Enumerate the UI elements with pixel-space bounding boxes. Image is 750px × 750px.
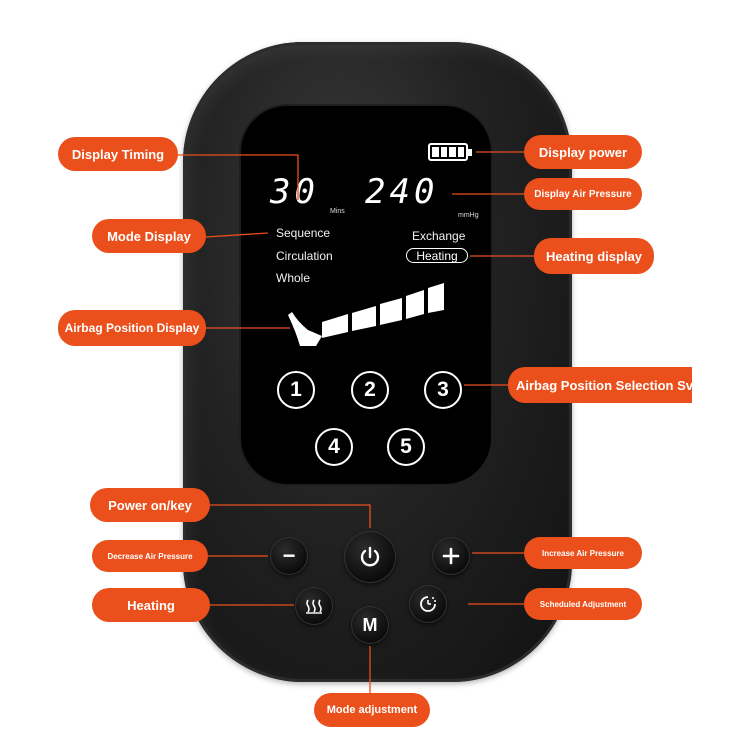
position-button-2[interactable]: 2 [351, 371, 389, 409]
callout-airbag-position-display: Airbag Position Display [58, 310, 206, 346]
callout-mode-display: Mode Display [92, 219, 206, 253]
foot-segment-icon [288, 312, 322, 346]
mode-sequence: Sequence [276, 226, 331, 240]
battery-cell [457, 147, 464, 157]
heat-waves-icon [306, 599, 322, 614]
mode-circulation: Circulation [276, 249, 333, 263]
callout-decrease-air-pressure: Decrease Air Pressure [92, 540, 208, 572]
battery-icon [428, 143, 472, 161]
callout-scheduled-adjustment: Scheduled Adjustment [524, 588, 642, 620]
battery-cell [432, 147, 439, 157]
callout-heating-display: Heating display [534, 238, 654, 274]
airbag-segment-1 [322, 314, 348, 338]
callout-airbag-position-selection: Airbag Position Selection Sv [508, 367, 692, 403]
mode-heating-indicator: Heating [406, 248, 468, 263]
callout-display-air-pressure: Display Air Pressure [524, 178, 642, 210]
callout-display-power: Display power [524, 135, 642, 169]
mode-icon: M [362, 614, 378, 635]
leader-power-key [210, 504, 371, 528]
callout-increase-air-pressure: Increase Air Pressure [524, 537, 642, 569]
pressure-unit: mmHg [458, 212, 479, 219]
minus-icon: − [282, 543, 296, 568]
battery-cell [440, 147, 447, 157]
position-button-3[interactable]: 3 [424, 371, 462, 409]
pressure-readout: 240 [365, 172, 439, 212]
position-button-4[interactable]: 4 [315, 428, 353, 466]
airbag-segment-4 [406, 290, 424, 319]
mode-whole: Whole [276, 271, 311, 285]
callout-power-on-key: Power on/key [90, 488, 210, 522]
plus-icon [442, 547, 460, 565]
mode-exchange: Exchange [412, 229, 466, 243]
airbag-segment-3 [380, 298, 402, 325]
decrease-pressure-button[interactable]: − [270, 537, 308, 575]
position-button-5[interactable]: 5 [387, 428, 425, 466]
heating-button[interactable] [295, 587, 333, 625]
airbag-segment-5 [428, 283, 444, 313]
lcd-screen [241, 106, 491, 484]
mode-button[interactable]: M [351, 606, 389, 644]
increase-pressure-button[interactable] [432, 537, 470, 575]
timing-unit: Mins [330, 208, 345, 215]
timer-icon [420, 596, 436, 612]
timer-button[interactable] [409, 585, 447, 623]
battery-cell [449, 147, 456, 157]
callout-mode-adjustment: Mode adjustment [314, 693, 430, 727]
timing-readout: 30 [270, 172, 319, 212]
airbag-segment-2 [352, 306, 376, 331]
leader-display-timing [178, 154, 299, 200]
leader-mode-display [205, 232, 269, 238]
callout-heating: Heating [92, 588, 210, 622]
position-button-1[interactable]: 1 [277, 371, 315, 409]
callout-display-timing: Display Timing [58, 137, 178, 171]
power-icon [360, 546, 380, 567]
power-button[interactable] [344, 531, 396, 583]
